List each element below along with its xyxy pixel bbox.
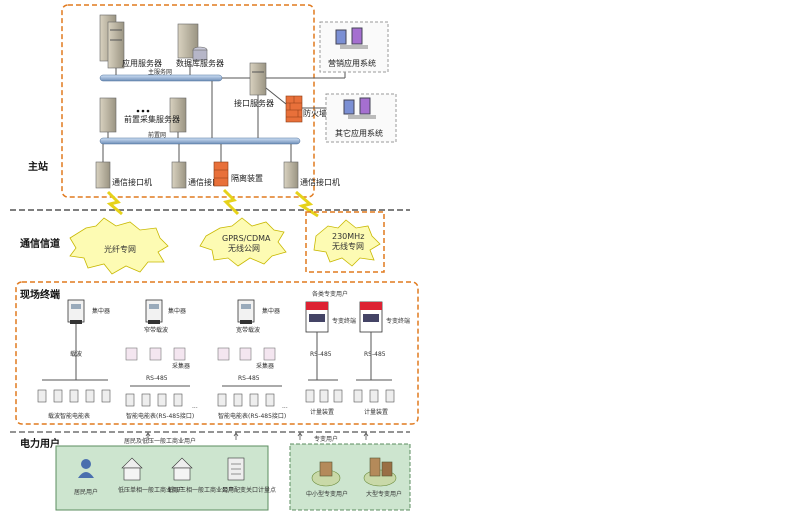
meter-group-2-label: 智能电能表(RS-485接口) — [126, 412, 194, 420]
concentrator-3-icon — [237, 299, 255, 324]
ellipsis-1: ... — [192, 403, 198, 410]
rs485-a-label: RS-485 — [146, 375, 168, 382]
concentrator-2-icon — [145, 299, 163, 324]
resident-user-icon — [78, 459, 94, 478]
fiber-network-bubble — [69, 217, 169, 275]
wireless-private-bubble — [313, 219, 381, 267]
special-terminal-1-label: 专变终端 — [332, 317, 356, 325]
special-terminal-1-icon — [305, 301, 329, 333]
lightning-icon-gprs — [222, 188, 240, 216]
small-medium-user-icon — [311, 461, 341, 487]
up-arrows — [145, 432, 369, 440]
rs485-c-label: RS-485 — [310, 351, 332, 358]
special-user-label: 各类专变用户 — [312, 290, 348, 298]
wireless-private-label-1: 230MHz — [332, 232, 364, 241]
field-terminal-box — [15, 281, 419, 425]
low-single-user-label: 低压单相一般工商业用户 — [118, 486, 184, 494]
marketing-system-label: 营销应用系统 — [328, 58, 376, 68]
low-three-user-icon — [171, 457, 193, 481]
fiber-network-label: 光纤专网 — [104, 244, 136, 254]
comm-machine-1-label: 通信接口机 — [112, 177, 152, 187]
comm-machine-1-icon — [95, 161, 111, 189]
carrier-2-label: 窄带载波 — [144, 326, 168, 334]
lan-bus-top-label: 主服务网 — [148, 68, 172, 76]
resident-user-label: 居民用户 — [74, 488, 98, 496]
layer-label-field: 现场终端 — [20, 288, 60, 301]
ellipsis-2: ... — [282, 403, 288, 410]
metering-group-2-icon — [353, 379, 395, 403]
meter-group-2-icon — [125, 385, 190, 407]
meter-group-1-icon — [37, 379, 111, 403]
comm-machine-2-label: 通信接口机 — [188, 177, 228, 187]
gprs-network-bubble — [199, 217, 287, 267]
collector-1-label: 采集器 — [172, 362, 190, 370]
low-single-user-icon — [121, 457, 143, 481]
collector-group-2-icon — [217, 347, 276, 361]
lan-bus-bottom — [99, 137, 301, 145]
lightning-icon-fiber — [106, 190, 123, 216]
comm-machine-3-icon — [283, 161, 299, 189]
rs485-b-label: RS-485 — [238, 375, 260, 382]
concentrator-3-label: 集中器 — [262, 307, 280, 315]
db-server-label: 数据库服务器 — [176, 58, 224, 68]
carrier-3-label: 宽带载波 — [236, 326, 260, 334]
large-user-icon — [363, 457, 397, 487]
gprs-network-label-1: GPRS/CDMA — [222, 234, 271, 243]
interface-server-label: 接口服务器 — [234, 98, 274, 108]
large-user-label: 大型专变用户 — [366, 490, 402, 498]
gprs-network-label-2: 无线公网 — [228, 243, 260, 253]
isolation-device-icon — [213, 161, 229, 187]
meter-group-1-label: 载波智能电能表 — [48, 412, 90, 420]
other-system-label: 其它应用系统 — [335, 128, 383, 138]
app-server-icon — [99, 14, 125, 69]
wireless-private-label-2: 无线专网 — [332, 241, 364, 251]
metering-group-1-icon — [305, 379, 343, 403]
public-users-label: 居民及低压一般工商业用户 — [124, 437, 196, 445]
master-station-box — [61, 4, 315, 198]
wireless-private-box — [305, 211, 385, 273]
metering-1-label: 计量装置 — [310, 408, 334, 416]
meter-group-3-label: 智能电能表(RS-485接口) — [218, 412, 286, 420]
rs485-d-label: RS-485 — [364, 351, 386, 358]
layer-label-master: 主站 — [28, 160, 48, 173]
small-medium-user-label: 中小型专变用户 — [306, 490, 348, 498]
metering-2-label: 计量装置 — [364, 408, 388, 416]
transformer-point-icon — [227, 457, 245, 481]
front-server-icon — [99, 97, 187, 133]
isolation-device-label: 隔离装置 — [231, 173, 263, 183]
db-server-icon — [177, 23, 208, 61]
interface-server-icon — [249, 62, 267, 96]
marketing-system-icon — [335, 27, 368, 49]
lightning-icon-230mhz — [295, 190, 319, 218]
firewall-label: 防火墙 — [303, 108, 327, 118]
concentrator-1-label: 集中器 — [92, 307, 110, 315]
meter-group-3-icon — [217, 385, 282, 407]
special-terminal-2-label: 专变终端 — [386, 317, 410, 325]
app-server-label: 应用服务器 — [122, 58, 162, 68]
concentrator-1-icon — [67, 299, 85, 324]
layer-label-channel: 通信信道 — [20, 237, 60, 250]
layer-label-users: 电力用户 — [20, 437, 60, 450]
collector-group-1-icon — [125, 347, 186, 361]
special-users-label: 专变用户 — [314, 435, 338, 443]
comm-machine-2-icon — [171, 161, 187, 189]
concentrator-2-label: 集中器 — [168, 307, 186, 315]
comm-machine-3-label: 通信接口机 — [300, 177, 340, 187]
low-three-user-label: 低压三相一般工商业用户 — [168, 486, 234, 494]
other-system-icon — [343, 97, 376, 119]
firewall-icon — [285, 95, 303, 123]
carrier-1-label: 载波 — [70, 350, 82, 358]
collector-2-label: 采集器 — [256, 362, 274, 370]
lan-bus-bottom-label: 前置网 — [148, 131, 166, 139]
special-terminal-2-icon — [359, 301, 383, 333]
front-server-label: 前置采集服务器 — [124, 114, 180, 124]
transformer-point-label: 公用配变关口计量点 — [222, 486, 276, 494]
